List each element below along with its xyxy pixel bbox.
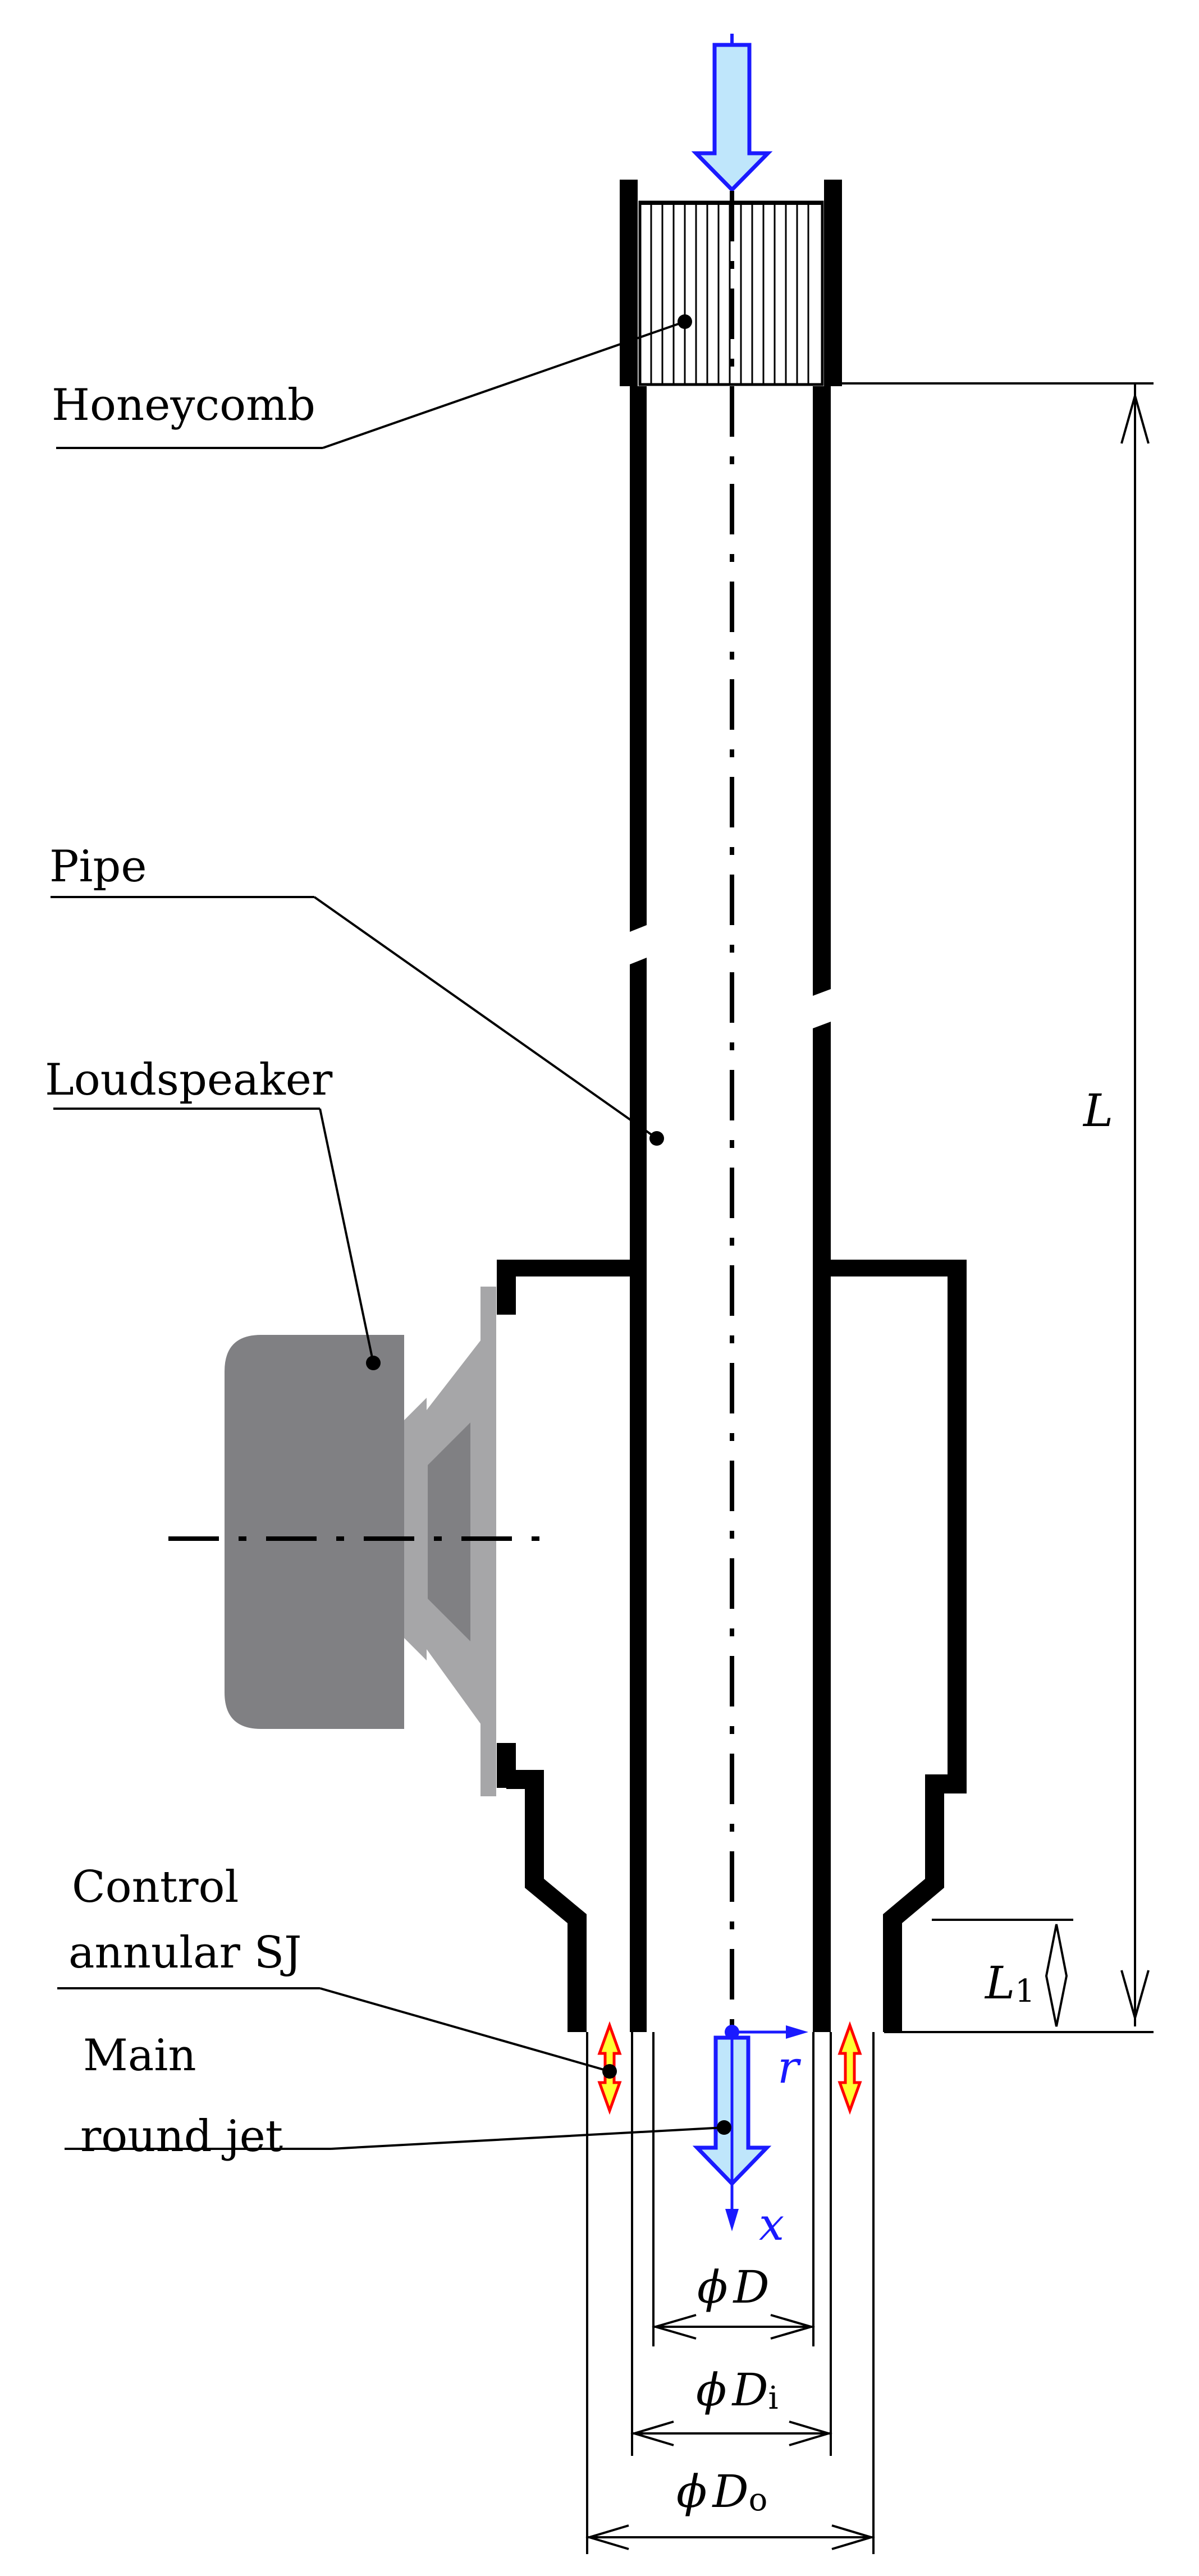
dimension-L: L <box>842 382 1154 2026</box>
loudspeaker <box>225 1287 496 1796</box>
dimension-L1: L1 <box>884 1919 1154 2033</box>
dimension-L-label: L <box>1082 1085 1113 1137</box>
axis-x-label: x <box>759 2198 784 2250</box>
pipe-walls <box>630 386 831 2032</box>
label-loudspeaker: Loudspeaker <box>45 1055 333 1105</box>
label-main-line2: round jet <box>80 2111 283 2162</box>
label-loudspeaker-group: Loudspeaker <box>45 1055 381 1370</box>
label-control-sj-group: Control annular SJ <box>57 1862 617 2079</box>
label-main-jet-group: Main round jet <box>65 2030 731 2162</box>
chamber-left-wall <box>497 1260 630 1788</box>
label-pipe: Pipe <box>49 841 147 892</box>
label-main-line1: Main <box>83 2030 196 2081</box>
chamber-right-top <box>831 1260 967 1276</box>
dimension-L1-label: L1 <box>984 1957 1035 2010</box>
coordinate-axes: r x <box>725 2025 808 2250</box>
label-pipe-group: Pipe <box>49 841 664 1146</box>
label-control-line2: annular SJ <box>68 1928 301 1978</box>
chamber-right-wall <box>883 1268 967 2032</box>
honeycomb-right-flange <box>824 180 842 386</box>
chamber-left-nozzle <box>506 1770 587 2032</box>
inflow-arrow <box>691 43 773 193</box>
axis-r-label: r <box>777 2041 802 2093</box>
honeycomb-left-flange <box>620 180 638 386</box>
outlet-extension-lines <box>586 2032 875 2554</box>
label-honeycomb: Honeycomb <box>52 380 315 431</box>
label-honeycomb-group: Honeycomb <box>52 314 692 449</box>
control-sj-arrow-right <box>838 2021 862 2115</box>
label-control-line1: Control <box>72 1862 239 1912</box>
